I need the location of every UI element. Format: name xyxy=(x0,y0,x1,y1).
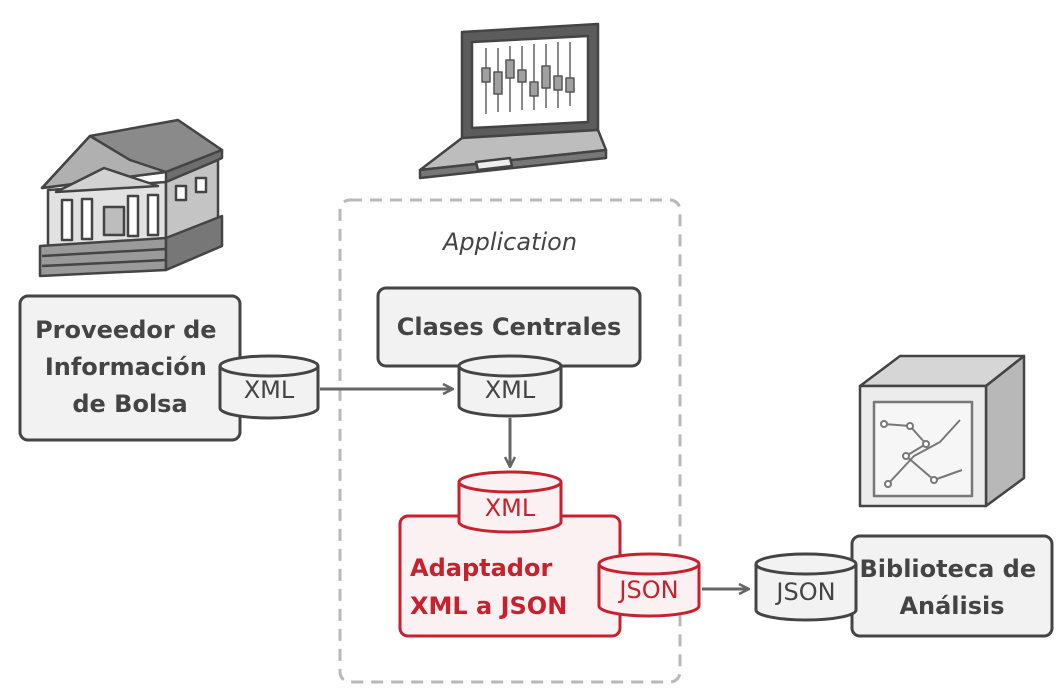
provider-label-line3: de Bolsa xyxy=(72,390,187,418)
adapter-label: Adaptador XML a JSON xyxy=(410,554,567,620)
application-label: Application xyxy=(441,228,577,256)
provider-label: Proveedor de Información de Bolsa xyxy=(35,316,225,418)
analytics-box-icon xyxy=(858,354,1026,508)
adapter-label-line2: XML a JSON xyxy=(410,592,567,620)
provider-label-line2: Información xyxy=(45,353,207,381)
provider-xml-label: XML xyxy=(244,376,295,404)
library-label-line2: Análisis xyxy=(899,592,1004,620)
adapter-xml-label: XML xyxy=(485,494,536,522)
bank-building-icon xyxy=(38,118,224,278)
adapter-json-label: JSON xyxy=(617,576,678,604)
laptop-chart-icon xyxy=(418,22,608,180)
core-xml-label: XML xyxy=(485,376,536,404)
adapter-json-cylinder: JSON xyxy=(597,552,701,618)
library-box xyxy=(850,534,1054,638)
core-label: Clases Centrales xyxy=(397,313,622,341)
library-json-label: JSON xyxy=(774,578,835,606)
adapter-xml-cylinder: XML xyxy=(457,470,563,534)
provider-xml-cylinder: XML xyxy=(218,354,320,420)
core-xml-cylinder: XML xyxy=(457,354,563,418)
library-json-cylinder: JSON xyxy=(754,552,858,622)
application-boundary xyxy=(338,198,682,684)
library-label-line1: Biblioteca de xyxy=(860,555,1037,583)
library-label: Biblioteca de Análisis xyxy=(860,555,1045,620)
adapter-label-line1: Adaptador xyxy=(410,554,552,582)
provider-label-line1: Proveedor de xyxy=(35,316,216,344)
